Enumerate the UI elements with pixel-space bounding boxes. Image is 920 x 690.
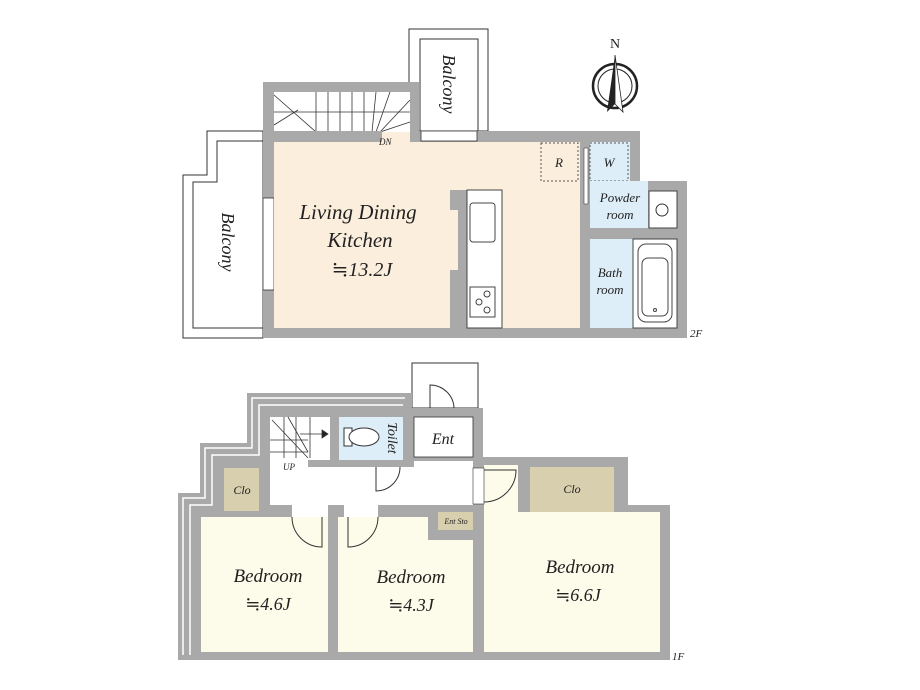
bath-room-line2: room <box>597 282 624 297</box>
kitchen-counter <box>450 189 503 329</box>
room-toilet: Toilet <box>339 417 403 492</box>
ldk-name-line1: Living Dining <box>298 200 416 224</box>
entrance-storage-label: Ent Sto <box>443 517 467 526</box>
powder-room-line1: Powder <box>599 190 641 205</box>
compass-icon: N <box>591 37 639 114</box>
floor-1-label: 1F <box>672 651 685 663</box>
bathtub-icon <box>637 243 673 323</box>
washer-label: W <box>604 155 616 170</box>
compass-north-label: N <box>610 37 620 52</box>
ldk-area: ≒13.2J <box>332 259 394 281</box>
wet-area: W Powder room Bath room <box>583 142 678 329</box>
refrigerator-label: R <box>554 155 563 170</box>
bedroom-3-name: Bedroom <box>546 557 615 578</box>
closet-left <box>224 468 259 511</box>
bath-room-line1: Bath <box>598 265 623 280</box>
room-bedroom-2: Bedroom ≒4.3J <box>338 505 473 652</box>
room-powder <box>590 181 648 228</box>
floor-2-label: 2F <box>690 328 703 340</box>
balcony-top: Balcony <box>408 28 489 132</box>
bedroom-2-area: ≒4.3J <box>388 595 435 615</box>
bedroom-2-name: Bedroom <box>377 567 446 588</box>
stairs-1f <box>270 416 329 459</box>
room-ldk: Living Dining Kitchen ≒13.2J R <box>274 132 580 329</box>
window <box>262 197 275 291</box>
washbasin-icon <box>655 203 669 217</box>
powder-room-line2: room <box>607 207 634 222</box>
balcony-top-label: Balcony <box>439 55 459 114</box>
bedroom-3-area: ≒6.6J <box>555 585 602 605</box>
room-entrance <box>413 416 474 458</box>
toilet-label: Toilet <box>384 422 399 454</box>
washer-space <box>589 142 629 182</box>
stairs-2f <box>273 91 411 142</box>
balcony-left: Balcony <box>182 130 264 339</box>
entrance-storage <box>438 512 473 530</box>
floor-1: UP Toilet Ent Clo Bedroom ≒4.6J Bedroom <box>178 362 685 663</box>
ldk-name-line2: Kitchen <box>326 228 392 252</box>
room-bedroom-3: Clo Bedroom ≒6.6J <box>472 465 660 652</box>
bedroom-1-area: ≒4.6J <box>245 594 292 614</box>
sliding-door <box>583 147 589 205</box>
entrance-label: Ent <box>431 431 455 448</box>
stairs-up-label: UP <box>283 462 295 472</box>
closet-right <box>530 467 614 512</box>
floor-2: Balcony Balcony Living D <box>182 28 703 340</box>
sink-icon <box>469 202 496 243</box>
bedroom-1-name: Bedroom <box>234 566 303 587</box>
balcony-left-label: Balcony <box>218 213 238 272</box>
refrigerator-space <box>540 142 579 182</box>
closet-left-label: Clo <box>233 483 250 497</box>
room-bedroom-1: Clo Bedroom ≒4.6J <box>201 468 328 652</box>
closet-right-label: Clo <box>563 482 580 496</box>
entrance-door <box>429 384 455 409</box>
window <box>420 130 478 142</box>
room-bath <box>590 239 633 328</box>
porch <box>411 362 479 409</box>
stairs-down-label: DN <box>378 137 392 147</box>
toilet-icon <box>348 427 380 447</box>
